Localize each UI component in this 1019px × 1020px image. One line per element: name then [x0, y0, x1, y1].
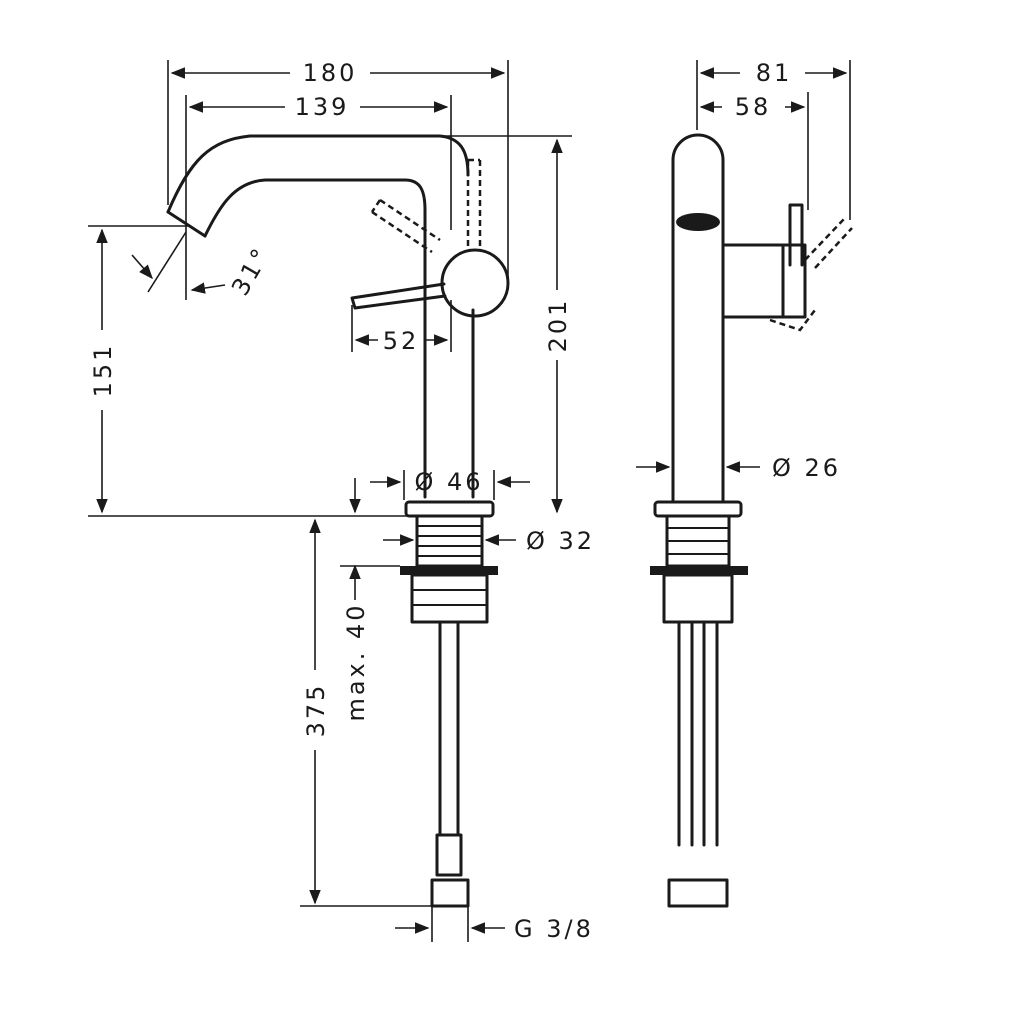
cartridge-cap [440, 248, 510, 318]
dim-hose-length: 375 [302, 683, 330, 738]
spout-outline [166, 134, 470, 499]
side-cartridge [721, 243, 785, 319]
dim-width-total: 180 [303, 59, 358, 87]
dim-depth-body: 58 [735, 93, 772, 121]
side-hoses [677, 620, 719, 847]
hose-nut [430, 878, 470, 908]
lever-handle [350, 282, 447, 310]
spout-aerator [676, 213, 720, 231]
dim-body-diameter: Ø 32 [526, 527, 595, 555]
side-flange [653, 500, 743, 518]
side-cap [781, 243, 807, 319]
lever-raised-outline [370, 158, 482, 254]
side-nut [662, 573, 734, 624]
dim-spout-height: 151 [89, 343, 117, 398]
hose-ferrule [435, 833, 463, 877]
thread-lines [417, 525, 482, 557]
mounting-plate [400, 566, 498, 575]
side-view: 81 58 Ø 26 [636, 59, 853, 908]
side-lever [788, 203, 804, 267]
dim-width-spout: 139 [295, 93, 350, 121]
dim-depth-total: 81 [756, 59, 793, 87]
mounting-nut [410, 573, 489, 624]
dim-height-total: 201 [544, 298, 572, 353]
base-thread [415, 514, 484, 568]
side-hose-nuts [667, 878, 729, 908]
dim-lever-offset: 52 [383, 327, 420, 355]
side-lever-raised [769, 217, 853, 332]
side-plate [650, 566, 748, 575]
side-tube [671, 133, 725, 502]
dim-thread: G 3/8 [514, 915, 594, 943]
dim-tube-diameter: Ø 26 [772, 454, 841, 482]
base-flange [404, 500, 495, 518]
dim-max-deck: max. 40 [342, 602, 370, 721]
nut-lines [412, 589, 487, 606]
supply-hose [438, 620, 460, 837]
front-view: 180 139 31° 52 201 151 Ø 46 [88, 59, 595, 943]
dim-spout-angle: 31° [226, 242, 276, 301]
dim-base-diameter: Ø 46 [414, 468, 483, 496]
